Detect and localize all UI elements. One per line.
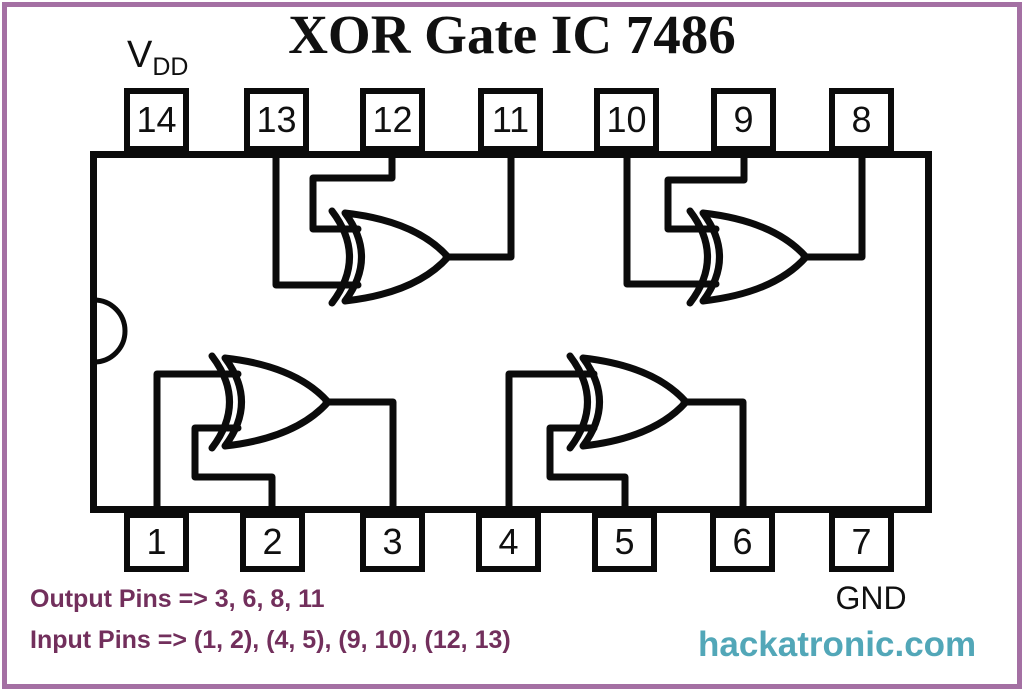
pin-box-14: 14 bbox=[124, 88, 189, 152]
pin-number: 4 bbox=[498, 521, 519, 562]
vdd-label-subscript: DD bbox=[152, 53, 189, 81]
pin-number: 13 bbox=[256, 99, 297, 140]
pin-number: 10 bbox=[606, 99, 647, 140]
xor-gate-4-input-arc bbox=[566, 352, 591, 452]
page-title: XOR Gate IC 7486 bbox=[288, 4, 736, 65]
xor-gate-1-input-arc bbox=[328, 207, 353, 307]
xor-gate-3 bbox=[221, 354, 332, 450]
pin-box-11: 11 bbox=[478, 88, 543, 152]
xor-gate-2-input-arc bbox=[686, 207, 711, 307]
pin-box-12: 12 bbox=[360, 88, 425, 152]
pin-number: 6 bbox=[732, 521, 753, 562]
wire-pin11-output bbox=[442, 150, 515, 261]
xor-gate-4 bbox=[579, 354, 690, 450]
pin-box-3: 3 bbox=[360, 512, 425, 572]
wire-pin5-input bbox=[546, 424, 629, 514]
wire-pin12-input bbox=[309, 150, 396, 233]
vdd-label-base: V bbox=[127, 34, 153, 76]
pin-box-6: 6 bbox=[710, 512, 775, 572]
wire-pin1-input bbox=[153, 370, 242, 514]
xor-gate-1 bbox=[341, 209, 452, 305]
input-pins-note: Input Pins => (1, 2), (4, 5), (9, 10), (… bbox=[30, 626, 511, 654]
pin1-notch-icon bbox=[91, 297, 128, 365]
pin-number: 2 bbox=[262, 521, 283, 562]
wire-pin4-input bbox=[505, 370, 598, 514]
gnd-label: GND bbox=[835, 580, 907, 616]
vdd-label: VDD bbox=[127, 34, 188, 80]
pin-box-2: 2 bbox=[240, 512, 305, 572]
wire-pin6-output bbox=[680, 398, 747, 514]
pin-box-13: 13 bbox=[244, 88, 309, 152]
pin-number: 8 bbox=[851, 99, 872, 140]
pin-box-4: 4 bbox=[476, 512, 541, 572]
wire-pin10-input bbox=[623, 150, 720, 288]
pin-number: 11 bbox=[491, 99, 530, 140]
pin-number: 7 bbox=[851, 521, 872, 562]
output-pins-note: Output Pins => 3, 6, 8, 11 bbox=[30, 585, 325, 613]
pin-number: 3 bbox=[382, 521, 403, 562]
pin-box-7: 7 bbox=[829, 512, 894, 572]
pin-box-10: 10 bbox=[594, 88, 659, 152]
pin-number: 12 bbox=[372, 99, 413, 140]
pin-box-8: 8 bbox=[829, 88, 894, 152]
pin-box-5: 5 bbox=[592, 512, 657, 572]
pin-number: 5 bbox=[614, 521, 635, 562]
wire-pin9-input bbox=[664, 150, 748, 233]
wire-pin8-output bbox=[800, 150, 866, 261]
pin-box-1: 1 bbox=[124, 512, 189, 572]
wire-pin2-input bbox=[191, 424, 276, 514]
xor-gate-3-input-arc bbox=[208, 352, 233, 452]
wire-pin3-output bbox=[322, 398, 397, 514]
pin-number: 1 bbox=[146, 521, 167, 562]
wire-pin13-input bbox=[272, 150, 362, 289]
watermark-site-label: hackatronic.com bbox=[698, 625, 977, 664]
pin-number: 14 bbox=[136, 99, 177, 140]
pin-number: 9 bbox=[733, 99, 754, 140]
pin-box-9: 9 bbox=[711, 88, 776, 152]
xor-gate-2 bbox=[699, 209, 810, 305]
